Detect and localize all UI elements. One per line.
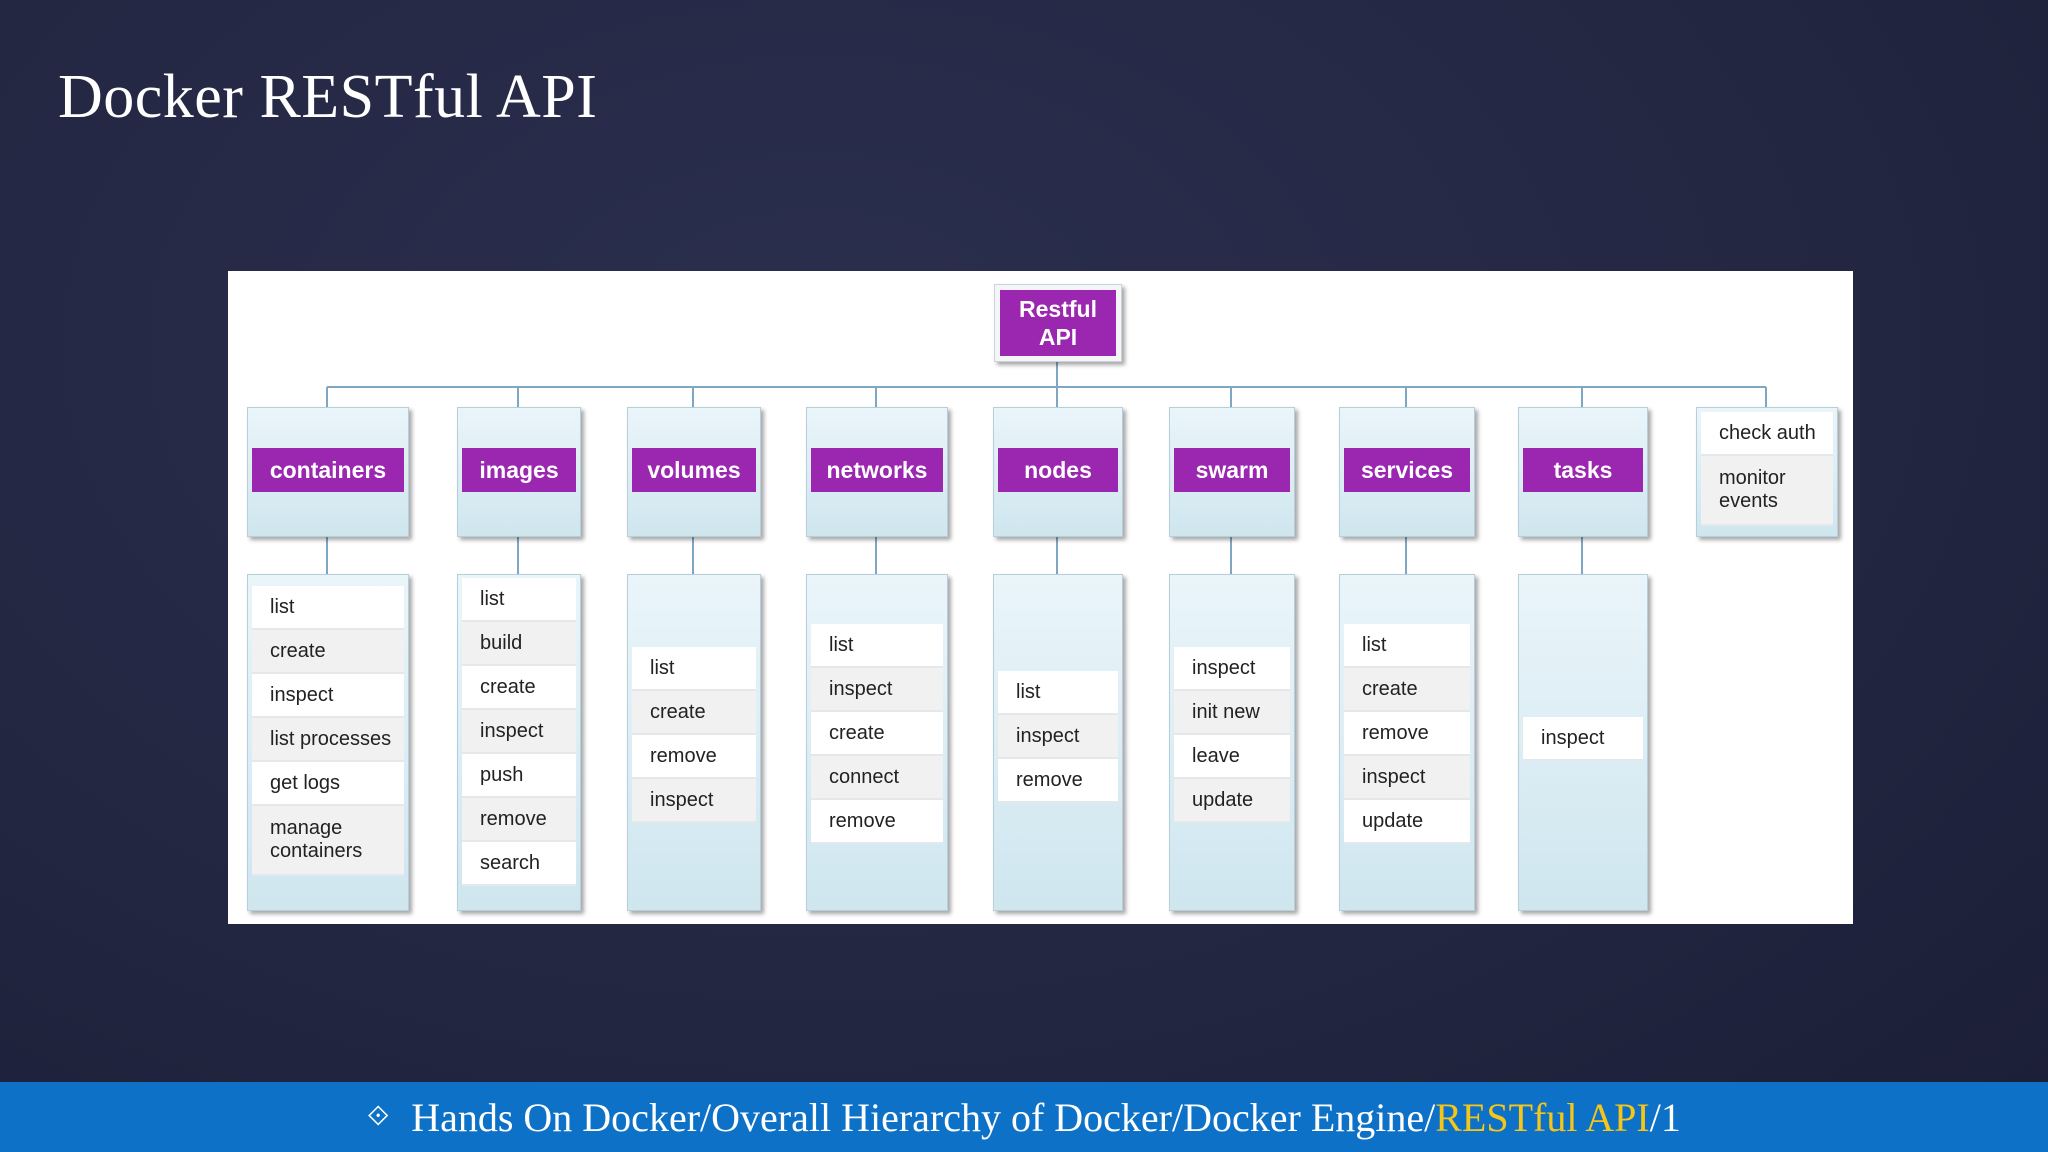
operation-item: update xyxy=(1344,800,1470,844)
operation-item: inspect xyxy=(632,779,756,823)
operation-item: remove xyxy=(998,759,1118,803)
operation-item: get logs xyxy=(252,762,404,806)
connector-lines xyxy=(326,360,1767,574)
operation-item: build xyxy=(462,622,576,666)
operation-item: list xyxy=(1344,624,1470,668)
operation-item: list xyxy=(462,578,576,622)
misc-item: monitor events xyxy=(1701,456,1833,526)
breadcrumb-page: /1 xyxy=(1649,1094,1681,1140)
operation-item: inspect xyxy=(998,715,1118,759)
operation-item: remove xyxy=(1344,712,1470,756)
category-node-6: services xyxy=(1339,407,1475,537)
operation-item: list processes xyxy=(252,718,404,762)
operation-item: init new xyxy=(1174,691,1290,735)
operation-item: connect xyxy=(811,756,943,800)
operation-item: push xyxy=(462,754,576,798)
category-node-3: networks xyxy=(806,407,948,537)
category-node-4: nodes xyxy=(993,407,1123,537)
operation-item: list xyxy=(632,647,756,691)
operation-item: update xyxy=(1174,779,1290,823)
root-label: Restful API xyxy=(1000,290,1116,356)
operation-item: create xyxy=(462,666,576,710)
operation-item: inspect xyxy=(1344,756,1470,800)
category-label: networks xyxy=(811,448,943,492)
category-label: nodes xyxy=(998,448,1118,492)
category-label: images xyxy=(462,448,576,492)
category-label: services xyxy=(1344,448,1470,492)
category-node-2: volumes xyxy=(627,407,761,537)
operation-item: create xyxy=(1344,668,1470,712)
operation-item: inspect xyxy=(462,710,576,754)
operation-item: create xyxy=(252,630,404,674)
operations-panel-7: inspect xyxy=(1518,574,1648,911)
category-label: tasks xyxy=(1523,448,1643,492)
slide-title: Docker RESTful API xyxy=(58,63,598,131)
root-node: Restful API xyxy=(994,284,1122,362)
operation-item: inspect xyxy=(1174,647,1290,691)
breadcrumb-path: Hands On Docker/Overall Hierarchy of Doc… xyxy=(411,1094,1436,1140)
category-label: swarm xyxy=(1174,448,1290,492)
operation-item: inspect xyxy=(1523,717,1643,761)
operation-item: list xyxy=(252,586,404,630)
category-node-7: tasks xyxy=(1518,407,1648,537)
operation-item: list xyxy=(811,624,943,668)
breadcrumb-current: RESTful API xyxy=(1435,1094,1650,1140)
operation-item: remove xyxy=(632,735,756,779)
operation-item: create xyxy=(811,712,943,756)
operation-item: remove xyxy=(462,798,576,842)
category-label: volumes xyxy=(632,448,756,492)
misc-item: check auth xyxy=(1701,412,1833,456)
category-node-1: images xyxy=(457,407,581,537)
footer-bar: ⟐ Hands On Docker/Overall Hierarchy of D… xyxy=(0,1082,2048,1152)
operation-item: search xyxy=(462,842,576,886)
operation-item: inspect xyxy=(252,674,404,718)
operation-item: leave xyxy=(1174,735,1290,779)
operation-item: manage containers xyxy=(252,806,404,876)
operation-item: inspect xyxy=(811,668,943,712)
category-node-5: swarm xyxy=(1169,407,1295,537)
operation-item: list xyxy=(998,671,1118,715)
category-label: containers xyxy=(252,448,404,492)
operation-item: remove xyxy=(811,800,943,844)
diamond-bullet-icon: ⟐ xyxy=(367,1101,390,1132)
operation-item: create xyxy=(632,691,756,735)
category-node-0: containers xyxy=(247,407,409,537)
